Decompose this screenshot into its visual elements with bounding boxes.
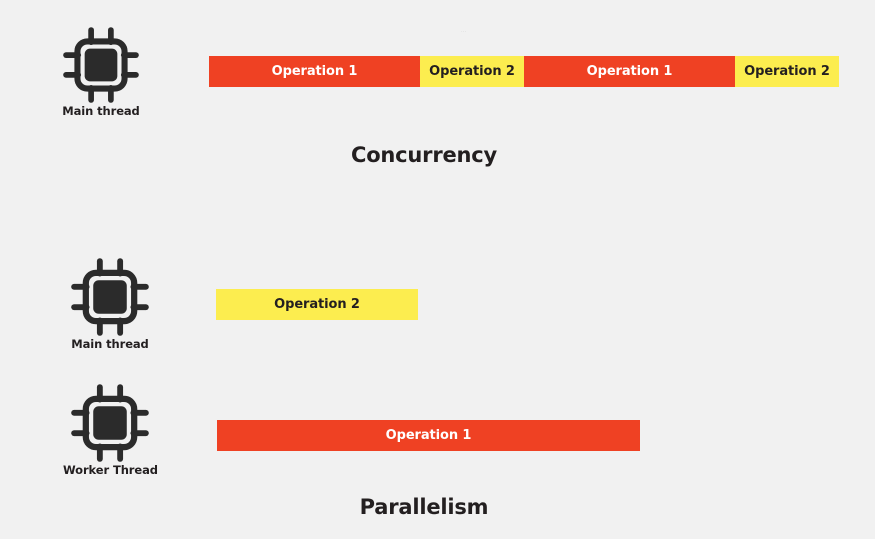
timeline-segment-operation-2[interactable]: Operation 2 [216, 289, 418, 320]
cpu-chip-icon [63, 27, 139, 103]
thread-block-parallelism-worker: Worker Thread [63, 384, 158, 477]
cpu-chip-icon [71, 258, 149, 336]
timeline-segment-operation-1[interactable]: Operation 1 [209, 56, 420, 87]
thread-label: Main thread [62, 104, 140, 118]
thread-label: Worker Thread [63, 463, 158, 477]
timeline-segment-operation-2[interactable]: Operation 2 [735, 56, 839, 87]
faint-residual-mark: ··· [461, 29, 467, 35]
thread-block-concurrency-main: Main thread [52, 27, 150, 118]
timeline-segment-operation-1[interactable]: Operation 1 [524, 56, 735, 87]
thread-label: Main thread [71, 337, 149, 351]
cpu-chip-icon [71, 384, 149, 462]
timeline-segment-operation-2[interactable]: Operation 2 [420, 56, 524, 87]
thread-block-parallelism-main: Main thread [63, 258, 157, 351]
section-title-parallelism: Parallelism [359, 495, 489, 519]
timeline-segment-operation-1[interactable]: Operation 1 [217, 420, 640, 451]
section-title-concurrency: Concurrency [350, 143, 498, 167]
